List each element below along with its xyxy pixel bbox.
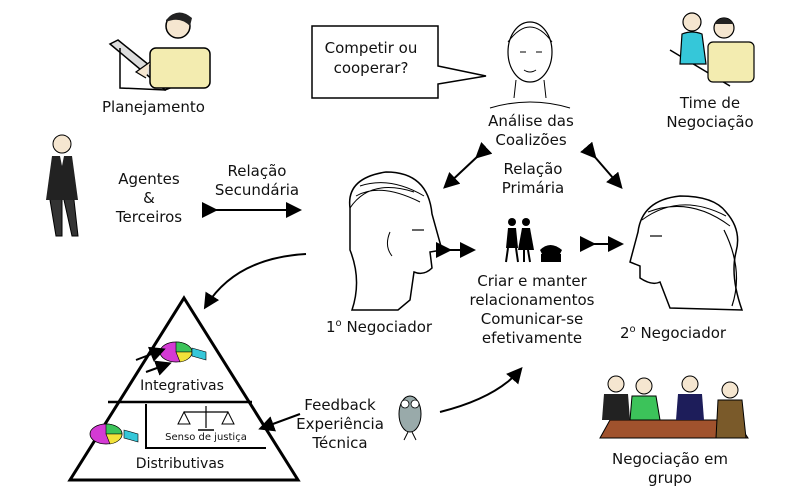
bubble-line-2: cooperar?	[333, 59, 409, 77]
negociador-2-head-icon	[629, 195, 744, 311]
analise-line-2: Coalizões	[495, 131, 567, 149]
couple-icon	[505, 218, 534, 263]
agentes-line-1: Agentes	[118, 170, 180, 188]
arrows	[202, 141, 624, 432]
label-negociador-1: 1o Negociador	[326, 318, 432, 339]
group-meeting-icon	[599, 375, 749, 439]
rel-sec-line-2: Secundária	[214, 181, 300, 199]
arrow-owl-to-center	[439, 366, 523, 413]
scales-icon	[177, 406, 235, 431]
arrow-curve-to-pyramid	[203, 253, 307, 310]
neg2-sup: o	[629, 324, 636, 335]
owl-icon	[398, 395, 422, 441]
label-criar-relacionamentos: Criar e manter relacionamentos Comunicar…	[458, 272, 606, 348]
time-line-1: Time de	[679, 94, 741, 112]
telephone-icon	[540, 245, 562, 262]
head-profile-icon	[489, 21, 571, 109]
arrow-analise-left	[443, 141, 493, 189]
criar-line-4: efetivamente	[481, 329, 583, 347]
pie-chart-icon	[135, 341, 207, 376]
label-relacao-primaria: Relação Primária	[488, 160, 578, 198]
feedback-line-2: Experiência	[296, 415, 384, 433]
label-distributivas: Distributivas	[135, 456, 225, 472]
agentes-line-2: &	[143, 189, 155, 207]
label-relacao-secundaria: Relação Secundária	[206, 162, 308, 200]
rel-pri-line-1: Relação	[503, 160, 563, 178]
businessman-icon	[46, 134, 79, 237]
team-icon	[669, 12, 755, 87]
criar-line-3: Comunicar-se	[480, 310, 584, 328]
agentes-line-3: Terceiros	[115, 208, 183, 226]
pie-chart-icon	[89, 423, 139, 445]
label-time-negociacao: Time de Negociação	[660, 94, 760, 132]
time-line-2: Negociação	[666, 113, 754, 131]
speech-bubble	[311, 25, 487, 99]
rel-sec-line-1: Relação	[227, 162, 287, 180]
arrow-analise-right	[580, 141, 623, 190]
label-planejamento: Planejamento	[102, 98, 205, 116]
feedback-line-1: Feedback	[304, 396, 376, 414]
person-at-desk-icon	[108, 12, 211, 91]
label-feedback: Feedback Experiência Técnica	[290, 396, 390, 453]
negociador-1-head-icon	[348, 171, 443, 311]
neg1-num: 1	[326, 318, 336, 336]
arrow-feedback-to-senso	[258, 413, 301, 432]
neg2-num: 2	[620, 324, 630, 342]
label-integrativas: Integrativas	[140, 378, 224, 394]
neg1-text: Negociador	[341, 318, 433, 336]
grupo-line-2: grupo	[648, 469, 692, 487]
neg2-text: Negociador	[635, 324, 727, 342]
label-analise-coalizoes: Análise das Coalizões	[478, 112, 584, 150]
rel-pri-line-2: Primária	[501, 179, 565, 197]
feedback-line-3: Técnica	[312, 434, 368, 452]
analise-line-1: Análise das	[488, 112, 574, 130]
criar-line-2: relacionamentos	[469, 291, 595, 309]
neg1-sup: o	[335, 318, 342, 329]
grupo-line-1: Negociação em	[612, 450, 728, 468]
label-senso-justica: Senso de justiça	[165, 432, 247, 443]
label-agentes-terceiros: Agentes & Terceiros	[104, 170, 194, 227]
label-negociador-2: 2o Negociador	[620, 324, 726, 345]
criar-line-1: Criar e manter	[477, 272, 587, 290]
label-negociacao-grupo: Negociação em grupo	[610, 450, 730, 488]
bubble-line-1: Competir ou	[324, 39, 418, 57]
speech-bubble-text: Competir ou cooperar?	[316, 38, 426, 78]
